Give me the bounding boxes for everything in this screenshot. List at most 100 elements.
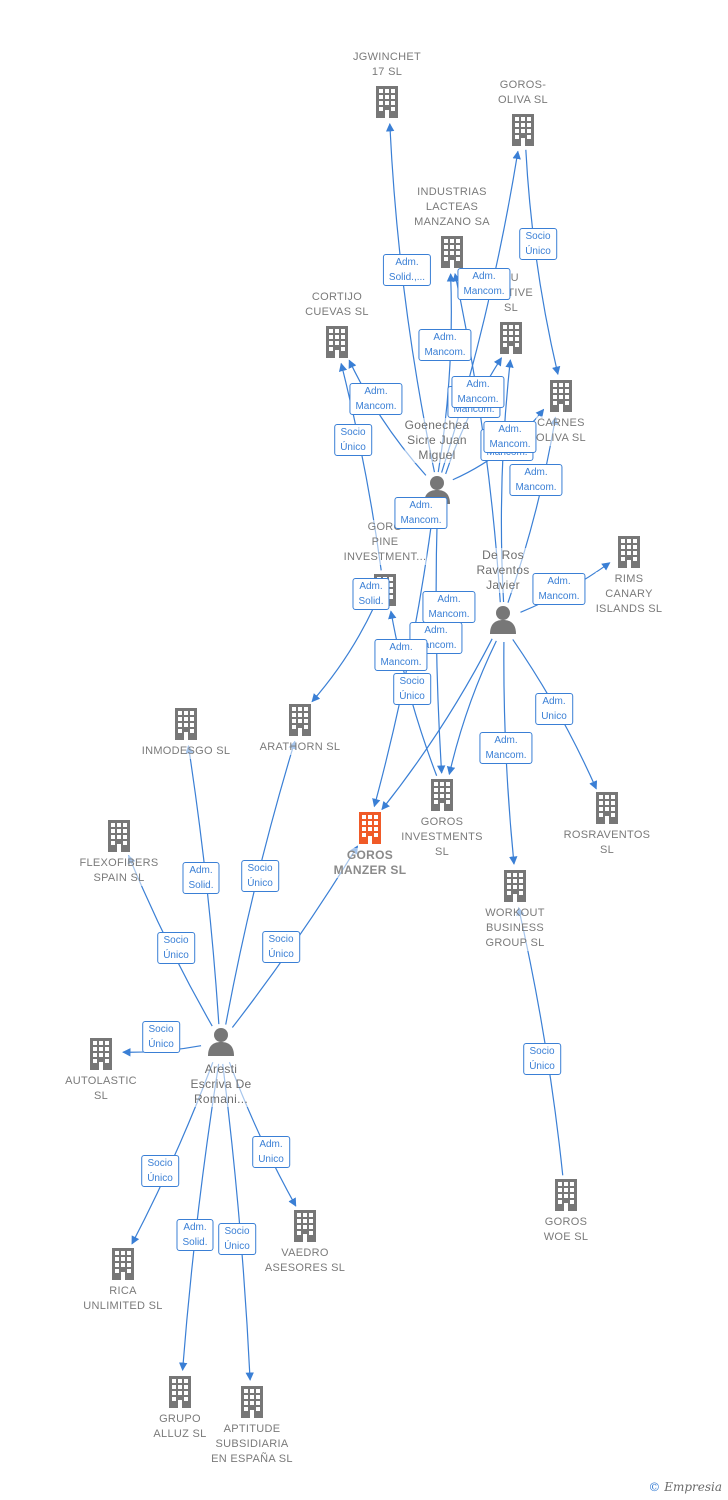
edge-label-goenechea-to-carnes[interactable]: Adm.Mancom.	[509, 464, 563, 496]
node-label-line: GOROS	[346, 848, 394, 862]
node-label-goros_oliva[interactable]: GOROS-OLIVA SL	[498, 78, 548, 108]
node-label-arathorn[interactable]: ARATHORN SL	[259, 740, 341, 755]
edge-goenechea-to-cortijo	[348, 359, 427, 476]
node-label-line: Miguel	[418, 448, 456, 462]
edge-label-goros_pine-to-arathorn[interactable]: Adm.Solid.	[352, 578, 390, 610]
building-icon[interactable]	[555, 1179, 577, 1211]
building-icon[interactable]	[294, 1210, 316, 1242]
node-label-inmodesgo[interactable]: INMODESGO SL	[141, 744, 231, 759]
building-icon[interactable]	[550, 380, 572, 412]
building-icon[interactable]	[441, 236, 463, 268]
node-label-line: OLIVA SL	[536, 432, 586, 444]
building-icon[interactable]	[431, 779, 453, 811]
edge-label-deros-to-rosraventos[interactable]: Adm.Unico	[535, 693, 573, 725]
building-icon[interactable]	[112, 1248, 134, 1280]
edge-label-line: Mancom.	[485, 750, 527, 761]
node-label-line: JGWINCHET	[352, 51, 422, 63]
edge-label-aresti-to-grupo_alluz[interactable]: Adm.Solid.	[176, 1219, 214, 1251]
edge-label-goenechea-to-automotive[interactable]: Adm.Mancom.	[457, 268, 511, 300]
person-icon[interactable]	[208, 1028, 234, 1056]
edge-label-line: Mancom.	[515, 482, 557, 493]
edge-label-line: Único	[148, 1039, 174, 1050]
edge-label-deros-to-carnes[interactable]: Adm.Mancom.	[483, 421, 537, 453]
building-icon[interactable]	[512, 114, 534, 146]
building-icon[interactable]	[504, 870, 526, 902]
edge-label-line: Adm.	[547, 576, 571, 587]
building-icon[interactable]	[241, 1386, 263, 1418]
node-label-line: GORO	[367, 521, 403, 533]
building-icon[interactable]	[500, 322, 522, 354]
edge-goros_pine-to-arathorn	[311, 606, 375, 703]
edge-label-goenechea-to-goros_inv[interactable]: Adm.Mancom.	[422, 591, 476, 623]
building-icon[interactable]	[289, 704, 311, 736]
building-icon[interactable]	[376, 86, 398, 118]
edge-label-line: Adm.	[389, 642, 413, 653]
edge-label-line: Mancom.	[355, 401, 397, 412]
node-label-line: RIMS	[614, 573, 644, 585]
edge-label-deros-to-goros_manzer[interactable]: Adm.Mancom.	[374, 639, 428, 671]
node-label-line: INDUSTRIAS	[417, 186, 487, 198]
edge-label-line: Adm.	[424, 625, 448, 636]
copyright[interactable]: © Empresia	[648, 1480, 722, 1494]
edge-label-aresti-to-vaedro[interactable]: Adm.Unico	[252, 1136, 290, 1168]
edge-label-deros-to-workout[interactable]: Adm.Mancom.	[479, 732, 533, 764]
edge-label-goenechea-to-jgwinchet[interactable]: Adm.Solid.,...	[382, 254, 432, 286]
edge-label-goenechea-to-industrias[interactable]: Adm.Mancom.	[418, 329, 472, 361]
edge-deros-to-goros_inv	[446, 640, 497, 776]
edge-label-line: Socio	[148, 1024, 174, 1035]
building-icon[interactable]	[596, 792, 618, 824]
edge-label-goenechea-to-goros_manzer[interactable]: Adm.Mancom.	[394, 497, 448, 529]
edge-label-line: Solid.	[188, 880, 214, 891]
building-icon[interactable]	[618, 536, 640, 568]
edge-label-deros-to-rims[interactable]: Adm.Mancom.	[532, 573, 586, 605]
node-label-line: UNLIMITED SL	[83, 1300, 163, 1312]
main-company-building-icon[interactable]	[359, 812, 381, 844]
person-icon[interactable]	[490, 606, 516, 634]
node-label-line: ARATHORN SL	[259, 741, 341, 753]
edge-label-deros-to-goros_inv[interactable]: Adm.Mancom.	[409, 622, 463, 654]
edge-label-goenechea-to-cortijo[interactable]: Adm. Mancom.	[349, 383, 403, 415]
building-icon[interactable]	[108, 820, 130, 852]
node-label-line: FLEXOFIBERS	[79, 857, 159, 869]
edge-label-line: Socio	[525, 231, 551, 242]
building-icon[interactable]	[326, 326, 348, 358]
building-icon[interactable]	[169, 1376, 191, 1408]
building-icon[interactable]	[175, 708, 197, 740]
building-icon[interactable]	[90, 1038, 112, 1070]
edge-label-line: Adm.	[433, 332, 457, 343]
edge-label-line: Adm.	[364, 386, 388, 397]
edge-label-aresti-to-inmodesgo[interactable]: Adm.Solid.	[182, 862, 220, 894]
edge-label-deros-to-industrias[interactable]: Adm.Mancom.	[451, 376, 505, 408]
edge-label-line: Único	[525, 246, 551, 257]
